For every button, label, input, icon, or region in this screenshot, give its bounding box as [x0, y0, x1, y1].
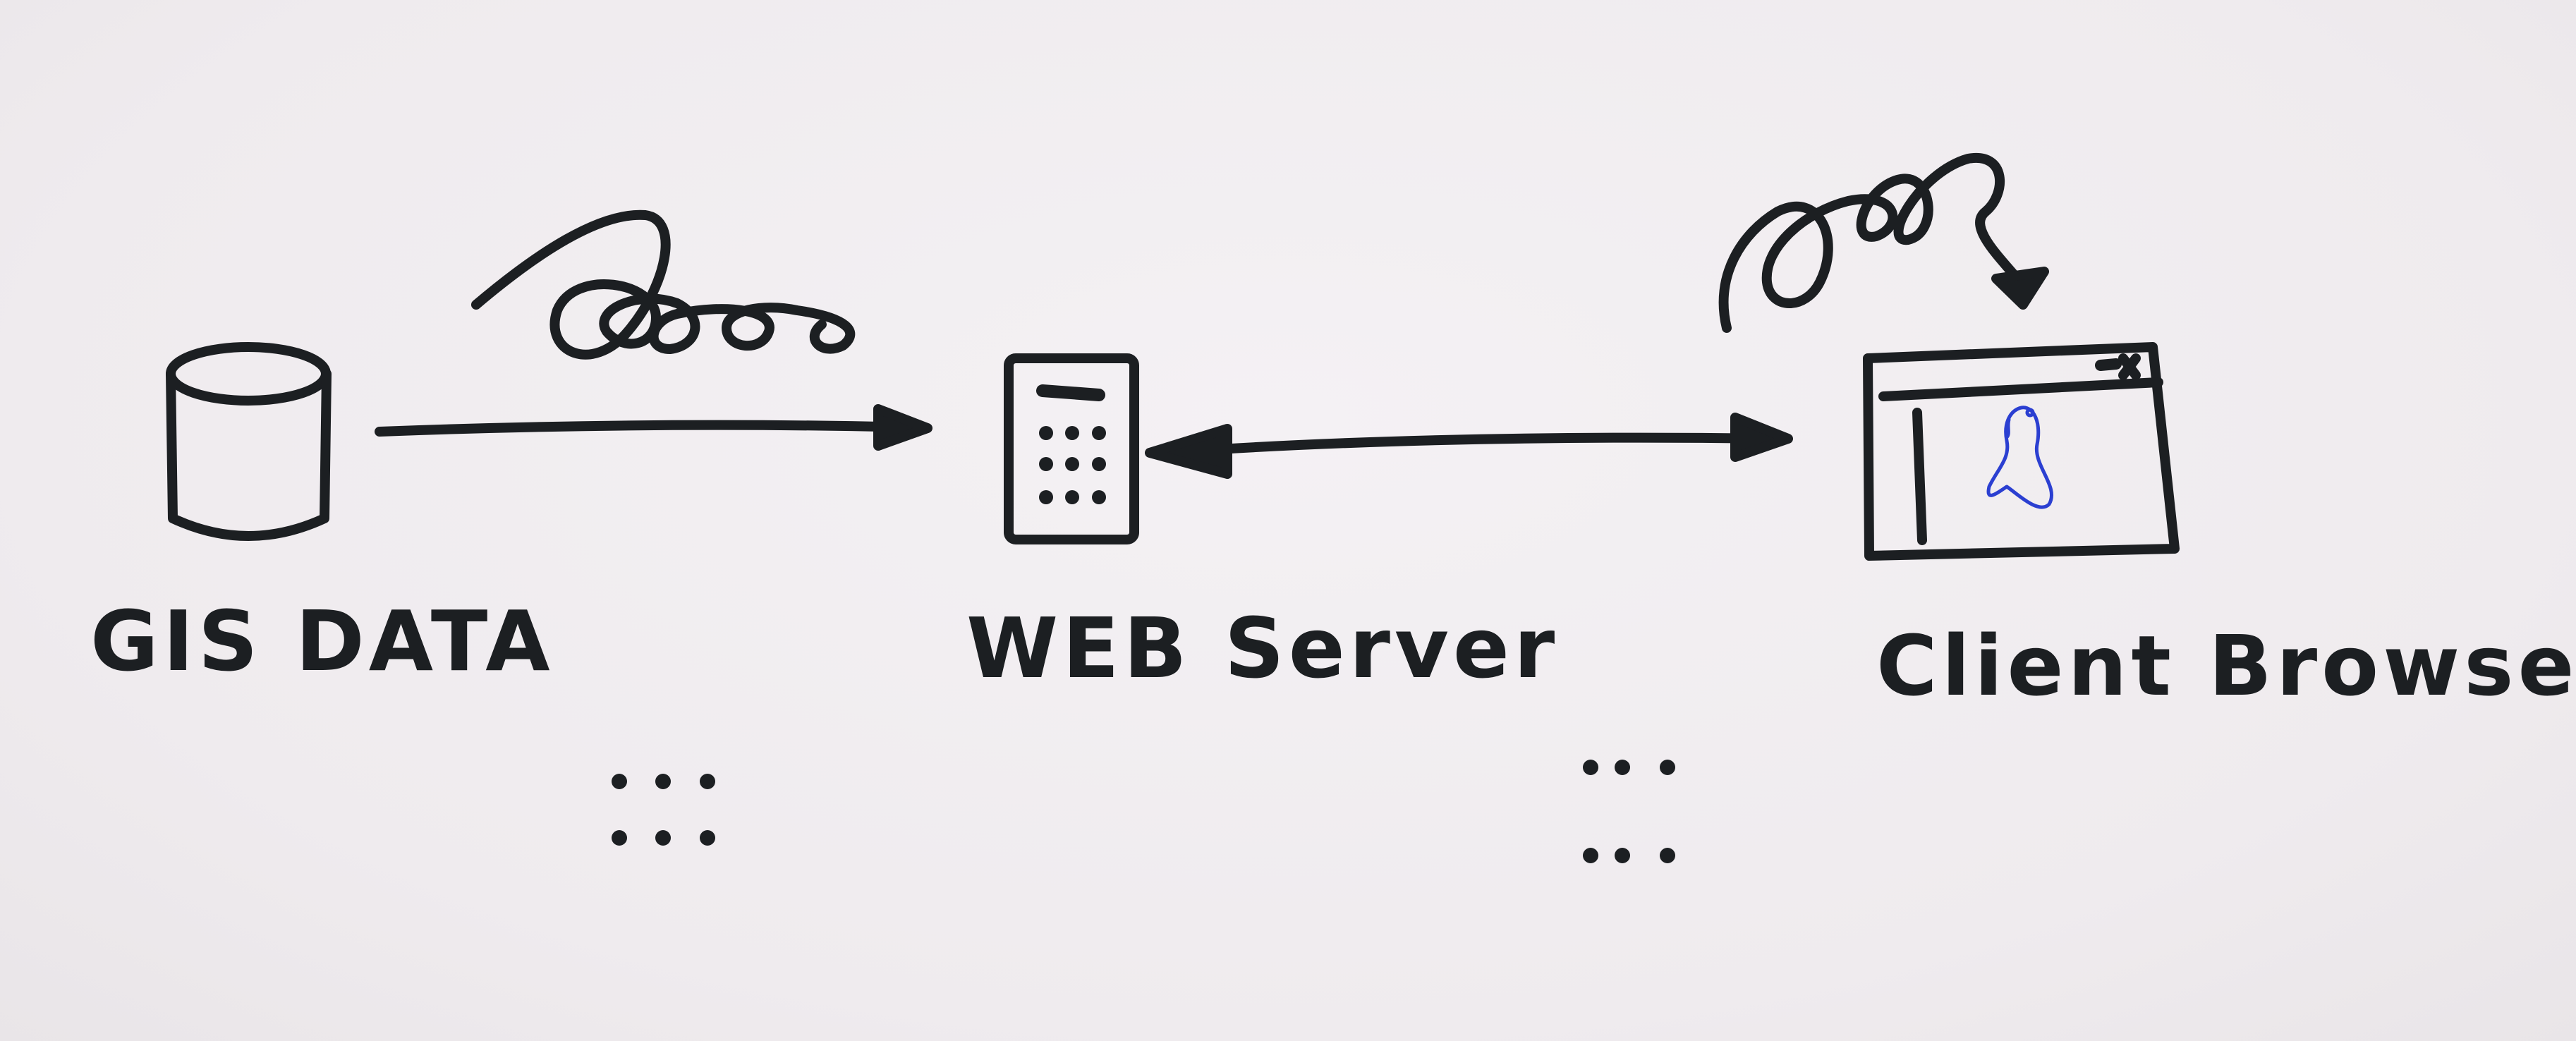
client-browser-label: Client Browser [1876, 617, 2576, 714]
data-squiggle-right [1718, 152, 2022, 333]
ellipsis-dots-left [612, 774, 715, 846]
squiggle-arrowhead [1991, 267, 2049, 310]
browser-window-icon [1863, 342, 2180, 561]
arrow-gis-to-web [375, 404, 932, 451]
server-icon [1004, 353, 1139, 544]
gis-data-label: GIS DATA [90, 592, 554, 690]
web-server-label: WEB Server [966, 599, 1560, 697]
arrow-web-client-bidirectional [1145, 413, 1793, 479]
data-squiggle-left [471, 209, 856, 360]
ellipsis-dots-right [1583, 760, 1675, 863]
map-shape-icon [1986, 406, 2053, 509]
database-icon [166, 342, 332, 541]
server-keypad-dots [1039, 426, 1106, 504]
